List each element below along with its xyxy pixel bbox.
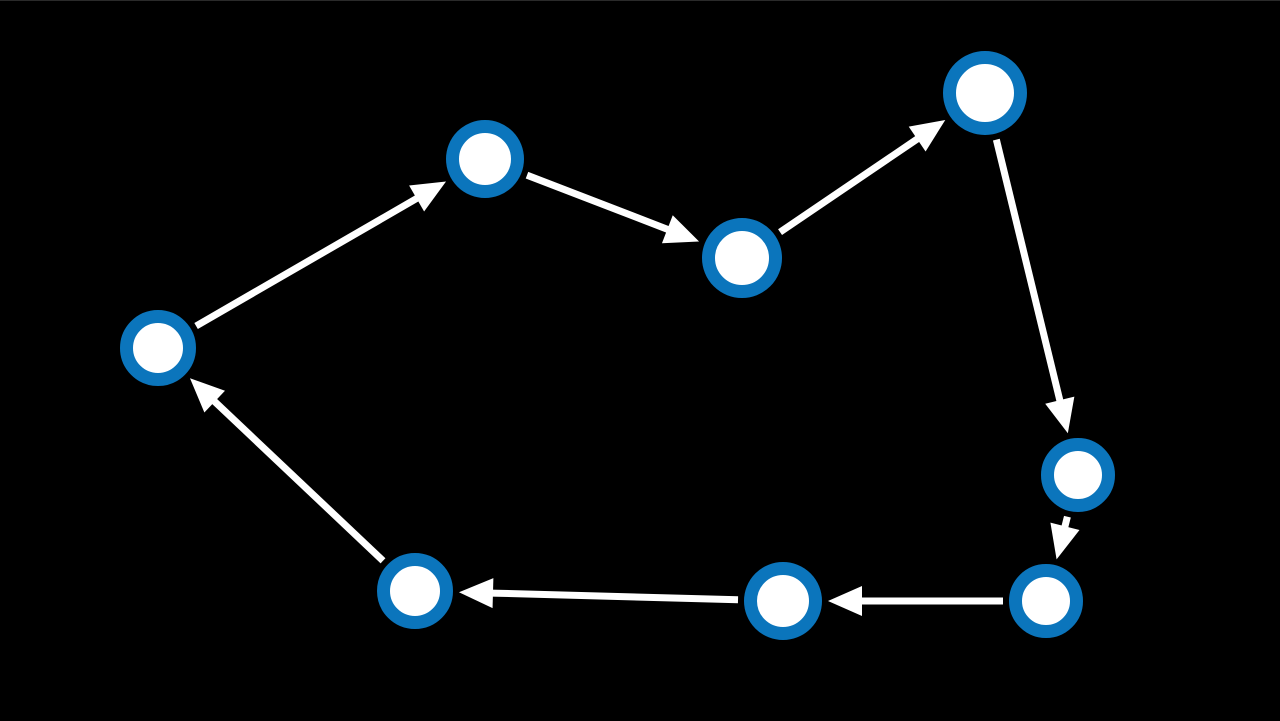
arrowhead-icon <box>908 119 946 152</box>
node-circle <box>377 553 453 629</box>
node-circle <box>1009 564 1083 638</box>
arrowhead-icon <box>1045 396 1075 434</box>
arrowhead-icon <box>189 378 225 413</box>
graph-node[interactable] <box>1041 438 1115 512</box>
edge-line <box>525 171 671 234</box>
edge-line <box>210 397 386 564</box>
arrowhead-icon <box>661 215 700 244</box>
graph-edge[interactable] <box>828 586 1003 616</box>
edge-line <box>778 135 921 236</box>
edge-line <box>490 589 739 604</box>
nodes-layer <box>120 51 1115 640</box>
graph-node[interactable] <box>1009 564 1083 638</box>
graph-node[interactable] <box>120 310 196 386</box>
node-circle <box>446 120 524 198</box>
node-circle <box>1041 438 1115 512</box>
node-circle <box>120 310 196 386</box>
graph-edge[interactable] <box>1050 515 1080 560</box>
graph-node[interactable] <box>377 553 453 629</box>
edge-line <box>194 194 421 330</box>
graph-node[interactable] <box>446 120 524 198</box>
graph-edge[interactable] <box>525 171 700 244</box>
graph-edge[interactable] <box>458 578 739 609</box>
edges-layer <box>189 119 1080 616</box>
node-circle <box>943 51 1027 135</box>
edge-line <box>992 138 1064 403</box>
node-circle <box>702 218 782 298</box>
graph-node[interactable] <box>943 51 1027 135</box>
arrowhead-icon <box>409 181 447 212</box>
graph-node[interactable] <box>702 218 782 298</box>
arrowhead-icon <box>458 578 494 609</box>
graph-edge[interactable] <box>992 138 1075 434</box>
node-circle <box>744 562 822 640</box>
graph-edge[interactable] <box>189 378 386 564</box>
edge-line <box>1061 515 1071 530</box>
graph-edge[interactable] <box>778 119 946 236</box>
arrowhead-icon <box>828 586 862 616</box>
graph-node[interactable] <box>744 562 822 640</box>
arrowhead-icon <box>1050 522 1080 560</box>
graph-edge[interactable] <box>194 181 447 330</box>
